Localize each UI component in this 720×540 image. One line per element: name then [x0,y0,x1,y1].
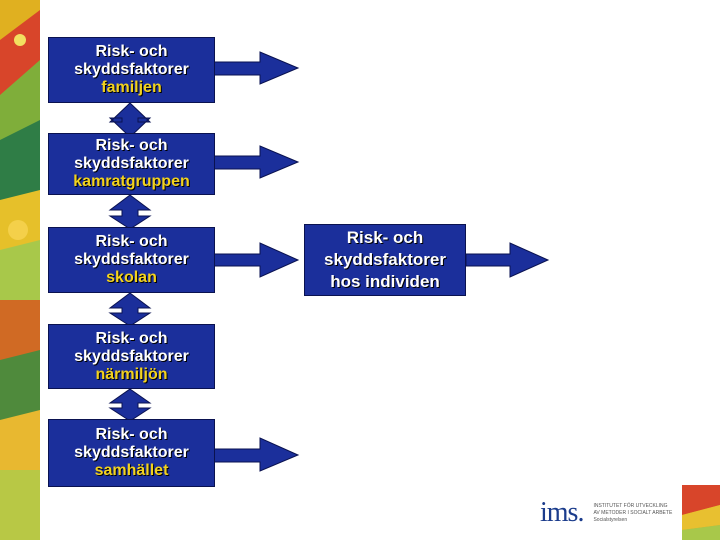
box-line1: Risk- och [95,233,168,250]
arrow-right-kamratgruppen [213,145,300,179]
decorative-strip [0,0,40,540]
logo-text: INSTITUTET FÖR UTVECKLING AV METODER I S… [593,503,672,524]
box-individen: Risk- och skyddsfaktorer hos individen [304,224,466,296]
logo-mark: ims. [540,497,584,528]
box-narmiljon: Risk- och skyddsfaktorer närmiljön [48,324,215,389]
box-line2: skyddsfaktorer [74,155,189,172]
box-skolan: Risk- och skyddsfaktorer skolan [48,227,215,293]
box-line1: Risk- och [95,329,168,347]
box-line2: skyddsfaktorer [74,61,189,78]
box-line3: kamratgruppen [73,173,190,190]
box-line2: skyddsfaktorer [74,251,189,268]
box-line2: skyddsfaktorer [74,347,189,365]
box-familjen: Risk- och skyddsfaktorer familjen [48,37,215,103]
arrow-vertical-4-5 [108,388,152,422]
box-line1: Risk- och [95,43,168,60]
box-line3: skolan [106,269,157,286]
decorative-corner [682,485,720,540]
box-kamratgruppen: Risk- och skyddsfaktorer kamratgruppen [48,133,215,195]
box-line1: Risk- och [95,426,168,443]
box-line2: skyddsfaktorer [324,250,446,269]
box-line3: samhället [94,462,169,479]
arrow-vertical-1-2 [108,102,152,138]
box-line3: familjen [101,79,162,96]
arrow-right-skolan [213,242,300,278]
logo-line3: Socialstyrelsen [593,516,628,523]
box-line2: skyddsfaktorer [74,444,189,461]
box-line3: hos individen [330,272,440,291]
arrow-vertical-3-4 [108,292,152,327]
arrow-vertical-2-3 [108,194,152,230]
box-line1: Risk- och [346,228,424,247]
arrow-right-familjen [213,51,300,85]
ims-logo: ims. INSTITUTET FÖR UTVECKLING AV METODE… [540,497,672,529]
box-samhallet: Risk- och skyddsfaktorer samhället [48,419,215,487]
box-line3: närmiljön [95,365,168,383]
box-line1: Risk- och [95,137,168,154]
arrow-right-narmiljon [213,437,300,472]
arrow-right-individen [465,242,550,278]
logo-line1: INSTITUTET FÖR UTVECKLING [593,502,668,509]
logo-line2: AV METODER I SOCIALT ARBETE [593,509,673,516]
